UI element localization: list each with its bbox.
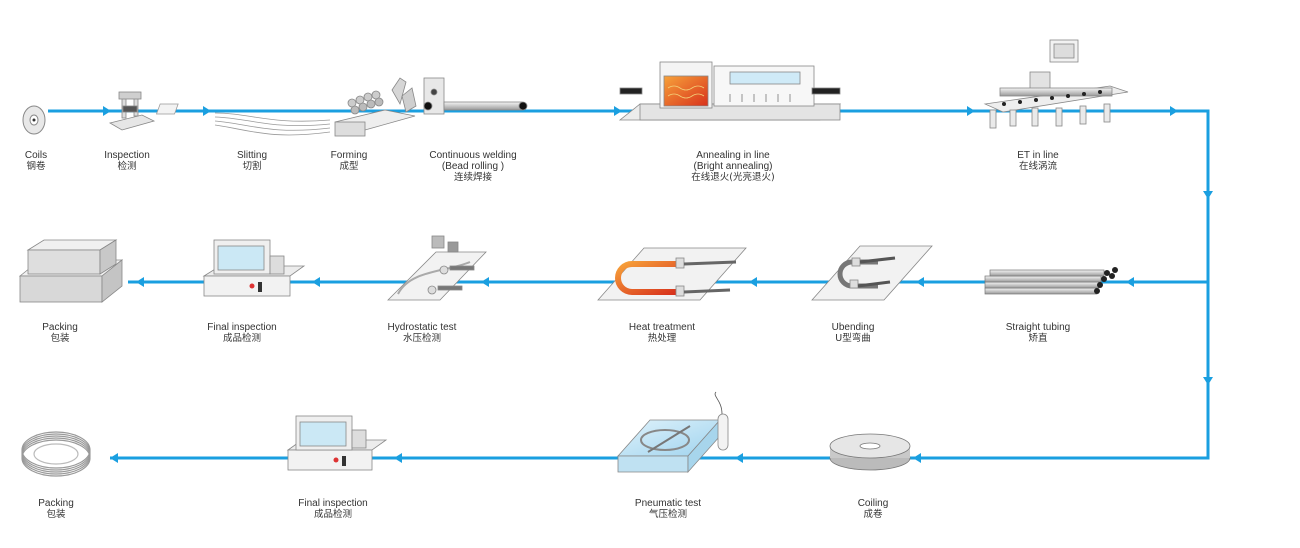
step-coiling: Coiling 成卷 [858, 498, 889, 520]
step-label-en: Heat treatment [628, 322, 696, 333]
arrow [394, 453, 402, 463]
step-continuous-welding: Continuous welding (Bead rolling ) 连续焊接 [429, 150, 516, 183]
annealing-furnace-icon [618, 61, 842, 121]
step-label-en: Straight tubing [1005, 322, 1071, 333]
step-label-en: Continuous welding [429, 150, 517, 161]
eddy-current-tester-icon [983, 39, 1129, 129]
step-label-en: Coils [24, 150, 48, 161]
coiling-icon [829, 433, 911, 471]
step-packing: Packing 包装 [38, 498, 74, 520]
arrow [136, 277, 144, 287]
ubending-icon [811, 245, 933, 301]
step-label-zh: U型弯曲 [835, 333, 871, 344]
slitting-icon [155, 103, 331, 136]
step-label-zh: 热处理 [647, 333, 677, 344]
step-label-en: Packing [38, 498, 74, 509]
step-annealing: Annealing in line (Bright annealing) 在线退… [691, 150, 774, 183]
final-inspection-machine-icon [286, 415, 388, 471]
pneumatic-tester-icon [617, 391, 729, 474]
step-label-en: Coiling [857, 498, 889, 509]
step-label-zh: 连续焊接 [453, 172, 492, 183]
step-label-zh: 成品检测 [222, 333, 262, 344]
step-label-zh: 包装 [46, 509, 66, 520]
step-heat-treatment: Heat treatment 热处理 [629, 322, 695, 344]
step-label-zh: 气压检测 [648, 509, 687, 520]
step-label-zh: 钢卷 [26, 161, 46, 172]
arrow [749, 277, 757, 287]
step-label-zh: 成型 [339, 161, 359, 172]
step-pneumatic-test: Pneumatic test 气压检测 [635, 498, 701, 520]
arrow [203, 106, 211, 116]
arrow [1126, 277, 1134, 287]
step-label-en: Packing [42, 322, 78, 333]
step-label-zh: 成卷 [863, 509, 883, 520]
step-straight-tubing: Straight tubing 矫直 [1006, 322, 1071, 344]
step-slitting: Slitting 切割 [237, 150, 267, 172]
step-label-en: Annealing in line [696, 150, 770, 161]
arrow [614, 106, 622, 116]
step-label-en-2: (Bright annealing) [693, 161, 773, 172]
welding-icon [423, 77, 528, 115]
step-inspection: Inspection 检测 [104, 150, 150, 172]
flow-arrows [103, 106, 1213, 463]
coils-icon [22, 105, 46, 135]
step-label-en: Forming [330, 150, 368, 161]
step-label-zh: 矫直 [1028, 333, 1048, 344]
packing-boxes-icon [18, 239, 124, 303]
arrow [913, 453, 921, 463]
step-label-zh: 在线涡流 [1018, 161, 1058, 172]
step-label-en: Final inspection [298, 498, 368, 509]
arrow [1203, 191, 1213, 199]
step-final-inspection: Final inspection 成品检测 [298, 498, 367, 520]
heat-treatment-icon [597, 247, 747, 301]
step-label-en: Inspection [104, 150, 150, 161]
step-label-zh: 检测 [117, 161, 137, 172]
step-label-zh: 水压检测 [402, 333, 442, 344]
arrow [110, 453, 118, 463]
step-label-zh: 切割 [242, 161, 262, 172]
step-label-en: Hydrostatic test [387, 322, 457, 333]
arrow [967, 106, 975, 116]
arrow [103, 106, 111, 116]
step-label-en: ET in line [1017, 150, 1059, 161]
step-label-en: Slitting [236, 150, 268, 161]
step-label-zh: 成品检测 [313, 509, 353, 520]
step-coils: Coils 钢卷 [25, 150, 47, 172]
final-inspection-machine-icon [202, 239, 306, 297]
arrow [312, 277, 320, 287]
hydrostatic-tester-icon [387, 235, 487, 301]
step-label-en: Final inspection [207, 322, 277, 333]
packing-coils-icon [21, 431, 91, 477]
step-forming: Forming 成型 [331, 150, 368, 172]
step-label-en: Pneumatic test [634, 498, 702, 509]
step-et-in-line: ET in line 在线涡流 [1017, 150, 1059, 172]
step-final-inspection: Final inspection 成品检测 [207, 322, 276, 344]
arrow [1203, 377, 1213, 385]
step-hydrostatic-test: Hydrostatic test 水压检测 [388, 322, 457, 344]
step-label-zh: 包装 [50, 333, 70, 344]
step-packing: Packing 包装 [42, 322, 78, 344]
step-ubending: Ubending U型弯曲 [832, 322, 875, 344]
step-label-zh: 在线退火(光亮退火) [691, 172, 775, 183]
straight-tubing-icon [984, 267, 1118, 295]
step-label-en-2: (Bead rolling ) [441, 161, 505, 172]
arrow [481, 277, 489, 287]
inspection-icon [108, 91, 156, 131]
arrow [735, 453, 743, 463]
arrow [916, 277, 924, 287]
forming-icon [334, 77, 417, 137]
arrow [1170, 106, 1178, 116]
step-label-en: Ubending [831, 322, 875, 333]
